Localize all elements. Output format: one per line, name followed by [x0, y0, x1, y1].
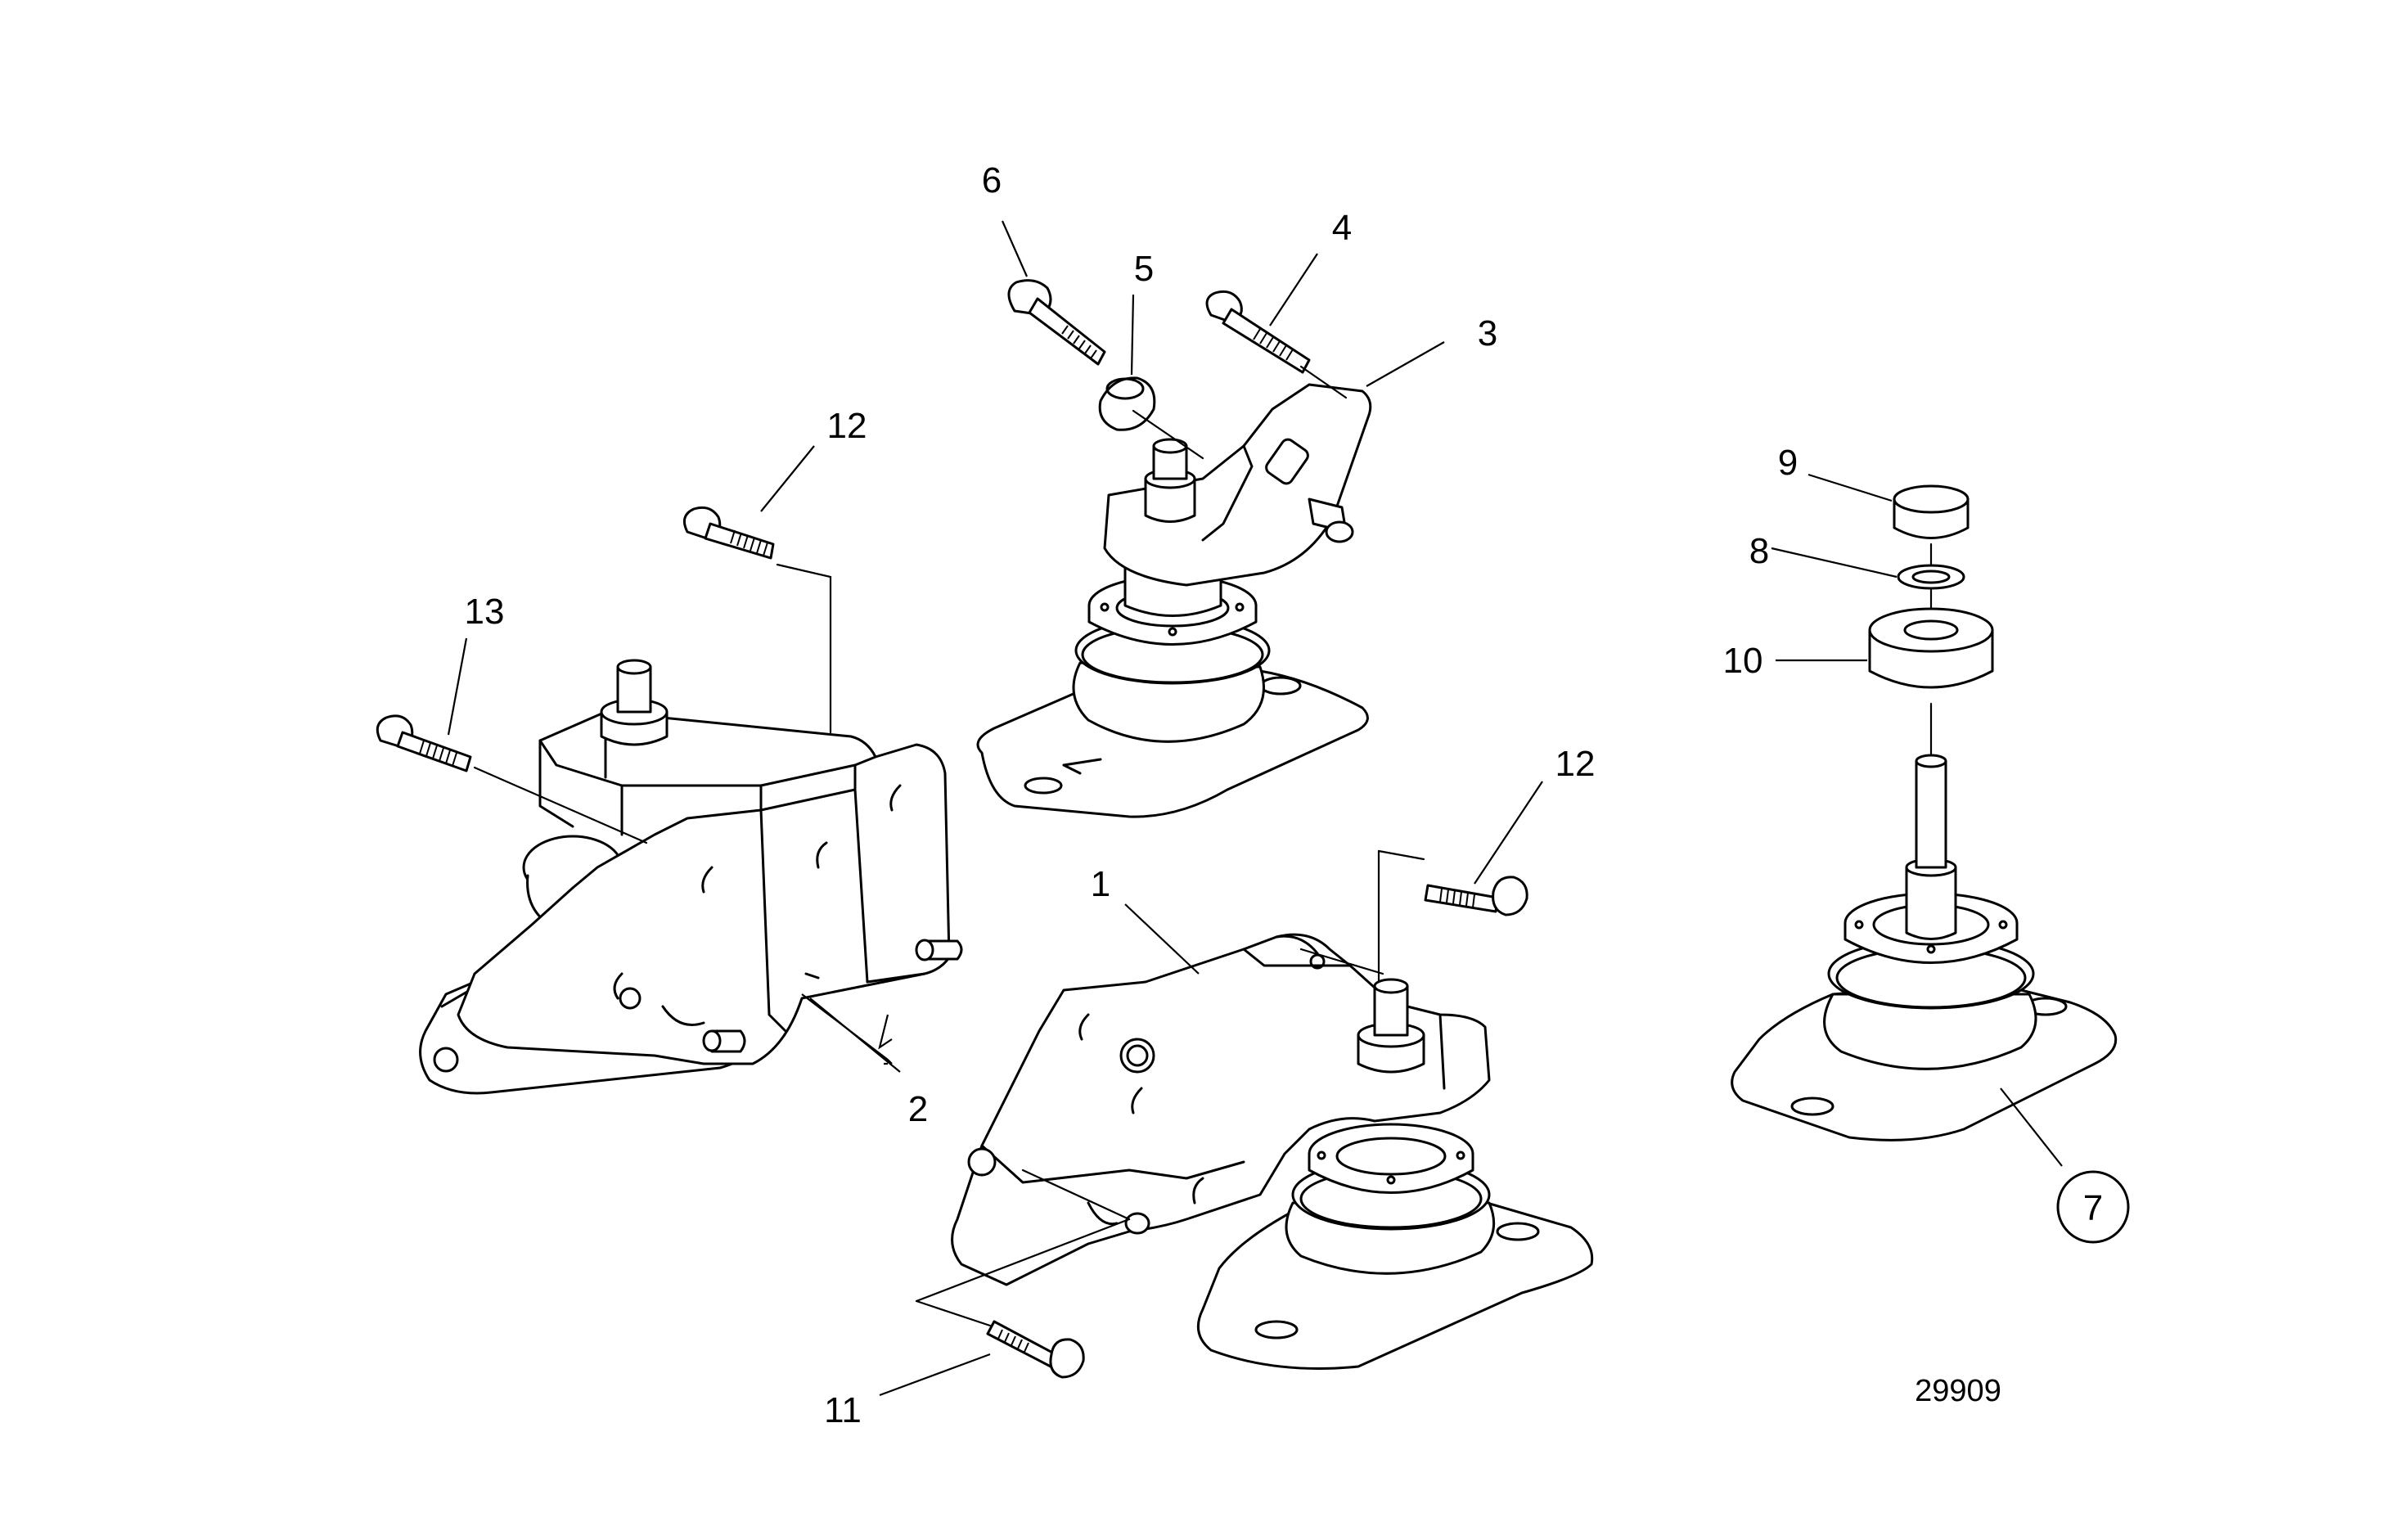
callout-6: 6	[982, 160, 1002, 200]
callout-1: 1	[1091, 864, 1110, 904]
callout-12-right: 12	[1555, 744, 1596, 784]
callout-7-circle	[2056, 1170, 2130, 1244]
callout-8: 8	[1749, 531, 1769, 571]
callout-12-left: 12	[827, 406, 867, 446]
leader-lines	[447, 220, 2063, 1397]
callout-10: 10	[1723, 641, 1763, 681]
callout-7: 7	[2083, 1188, 2103, 1228]
callout-9: 9	[1778, 443, 1798, 483]
callout-labels: 6 5 4 3 12 13 2 1 12 11 9 8 10 7	[465, 160, 2130, 1430]
callout-4: 4	[1332, 208, 1352, 248]
lower-mount-assembly	[915, 849, 1594, 1379]
callout-2: 2	[908, 1089, 928, 1129]
callout-5: 5	[1134, 249, 1154, 289]
left-mount-assembly	[376, 506, 963, 1095]
callout-11: 11	[824, 1390, 862, 1430]
figure-number: 29909	[1915, 1374, 2001, 1408]
top-mount-assembly	[976, 279, 1372, 818]
callout-13: 13	[465, 592, 505, 632]
callout-3: 3	[1478, 313, 1497, 353]
right-mount-assembly	[1731, 484, 2118, 1141]
